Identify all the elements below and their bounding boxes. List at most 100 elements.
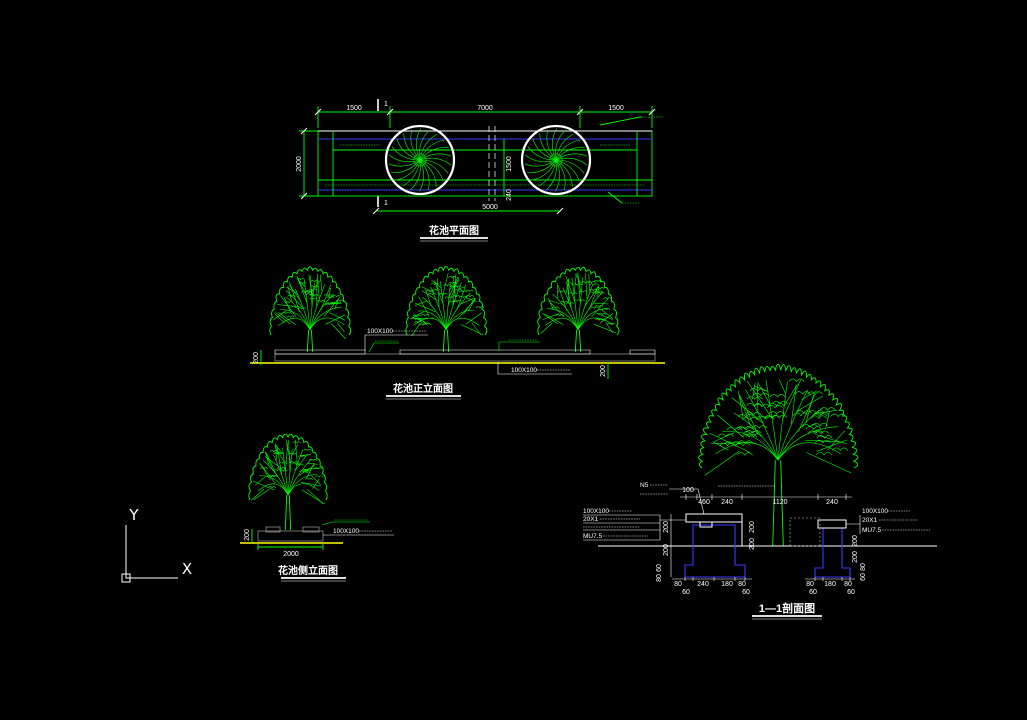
tree-leaf-clump bbox=[288, 453, 297, 456]
tree-leaf-clump bbox=[323, 293, 333, 297]
tree-leaf-clump bbox=[298, 281, 307, 285]
tree-twig bbox=[266, 454, 269, 465]
tree-twig bbox=[442, 273, 449, 297]
tree-twig bbox=[458, 286, 466, 290]
tree-leaf-clump bbox=[333, 301, 342, 304]
tree-twig bbox=[331, 323, 347, 340]
tree-leaf-clump bbox=[801, 424, 818, 428]
tree-leaf-clump bbox=[794, 391, 811, 395]
section-dim-left-1: 200 bbox=[663, 544, 670, 556]
tree-branch bbox=[715, 442, 779, 461]
tree-pit-circle-left bbox=[384, 124, 456, 196]
tree-leaf-clump bbox=[795, 410, 812, 414]
tree-pit-spoke bbox=[539, 133, 557, 161]
section-dim-bottom-left-2: 180 bbox=[721, 581, 733, 588]
tree-leaf-clump bbox=[745, 411, 762, 416]
tree-twig bbox=[556, 283, 559, 299]
tree-pit-spoke bbox=[524, 154, 557, 163]
tree-leaf-clump bbox=[308, 288, 318, 291]
section-bottom-dimension-lines bbox=[672, 577, 855, 581]
tree-twig bbox=[739, 396, 751, 427]
tree-leaf-clump bbox=[745, 433, 762, 438]
tree-pit-spoke bbox=[419, 159, 437, 187]
tree-pit-spoke bbox=[391, 159, 421, 173]
tree-leaf-clump bbox=[305, 293, 315, 296]
tree-branch bbox=[722, 431, 779, 461]
tree-twig bbox=[712, 441, 729, 451]
tree-leaf-clump bbox=[299, 470, 308, 473]
tree-leaf-clump bbox=[588, 291, 598, 294]
tree-twig bbox=[316, 273, 320, 299]
section-left-label-leaders bbox=[583, 514, 686, 541]
tree-twig bbox=[410, 311, 424, 320]
side-shrub-left bbox=[265, 526, 281, 533]
tree-leaf-clump bbox=[316, 300, 326, 303]
tree-leaf-clump bbox=[807, 430, 824, 435]
tree-leaf-clump bbox=[276, 467, 286, 470]
tree-twig bbox=[329, 312, 346, 321]
tree-branch bbox=[445, 283, 451, 330]
tree-leaf-clump bbox=[453, 285, 462, 288]
tree-twig bbox=[593, 302, 609, 305]
tree-twig bbox=[414, 302, 436, 313]
tree-trunk bbox=[306, 329, 314, 353]
tree-twig bbox=[783, 383, 798, 407]
tree-leaf-clump bbox=[726, 427, 743, 431]
front-label-coping-leader bbox=[364, 334, 428, 351]
tree-leaf-clump bbox=[308, 458, 318, 462]
tree-pit-spoke bbox=[546, 159, 557, 191]
tree-twig bbox=[585, 273, 588, 299]
tree-leaf-clump bbox=[746, 396, 763, 400]
section-dim-top-3: 1120 bbox=[772, 499, 787, 506]
tree-branch bbox=[278, 318, 311, 330]
front-elevation-title: 花池正立面图 bbox=[393, 382, 453, 395]
tree-twig bbox=[544, 313, 564, 325]
tree-twig bbox=[334, 300, 339, 309]
tree-twig bbox=[805, 394, 814, 423]
tree-leaf-clump bbox=[589, 289, 598, 292]
tree-twig bbox=[274, 313, 286, 324]
tree-leaf-clump bbox=[290, 461, 299, 464]
right-wall-coping bbox=[817, 519, 847, 529]
plan-dim-mid: 1500 bbox=[506, 156, 513, 172]
tree-twig bbox=[565, 279, 569, 294]
section-dim-bottom-right-footing-1: 60 bbox=[847, 589, 855, 596]
section-dim-top-1: 460 bbox=[698, 499, 710, 506]
left-wall-coping-detail bbox=[699, 522, 743, 546]
tree-leaf-clump bbox=[330, 301, 339, 304]
tree-twig bbox=[796, 395, 824, 412]
section-dim-bottom-right-footing-0: 60 bbox=[809, 589, 817, 596]
tree-leaf-clump bbox=[431, 288, 441, 291]
tree-twig bbox=[299, 454, 312, 456]
tree-branch bbox=[765, 379, 779, 461]
tree-leaf-clump bbox=[594, 290, 604, 293]
tree-branch bbox=[577, 284, 593, 330]
tree-leaf-clump bbox=[273, 468, 282, 472]
tree-leaf-clump bbox=[310, 280, 319, 283]
tree-leaf-clump bbox=[302, 471, 311, 474]
tree-leaf-clump bbox=[807, 391, 824, 396]
tree-leaf-clump bbox=[746, 403, 762, 407]
tree-leaf-clump bbox=[305, 289, 314, 293]
tree-branch bbox=[303, 279, 311, 330]
tree-leaf-clump bbox=[830, 413, 847, 418]
tree-leaf-clump bbox=[819, 407, 836, 411]
tree-canopy bbox=[248, 433, 328, 501]
tree-leaf-clump bbox=[304, 291, 314, 294]
tree-leaf-clump bbox=[568, 292, 578, 295]
tree-leaf-clump bbox=[448, 276, 457, 279]
tree-leaf-clump bbox=[565, 302, 574, 305]
front-dim-right: 200 bbox=[600, 365, 607, 377]
tree-leaf-clump bbox=[304, 477, 313, 481]
tree-twig bbox=[813, 409, 838, 415]
tree-leaf-clump bbox=[268, 486, 277, 489]
section-right-label-0: 100X100 bbox=[862, 508, 888, 515]
tree-twig bbox=[542, 313, 558, 325]
tree-leaf-clump bbox=[475, 306, 485, 309]
tree-leaf-clump bbox=[267, 474, 276, 478]
tree-twig bbox=[421, 286, 435, 293]
tree-branch bbox=[546, 308, 579, 330]
tree-leaf-clump bbox=[751, 425, 768, 429]
tree-twig bbox=[306, 463, 318, 465]
